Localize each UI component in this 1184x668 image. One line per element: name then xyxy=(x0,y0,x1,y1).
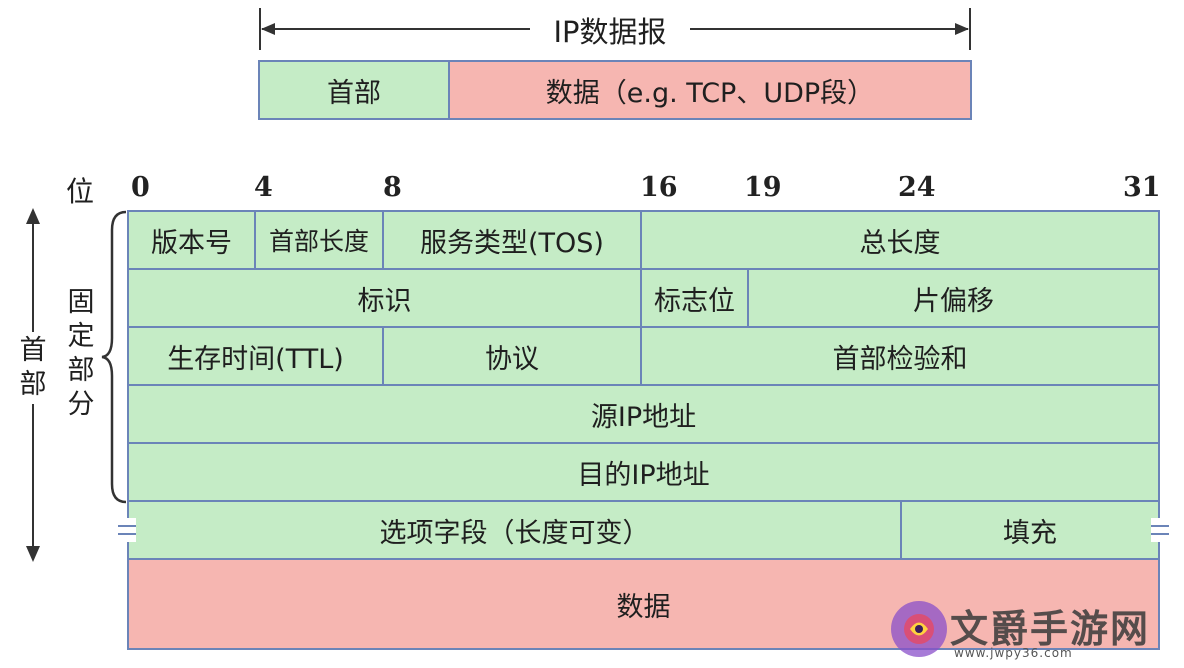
field-ttl: 生存时间(TTL) xyxy=(127,326,384,386)
datagram-arrowheads xyxy=(261,23,969,35)
field-padding-label: 填充 xyxy=(1003,517,1057,549)
datagram-label: IP数据报 xyxy=(553,15,667,49)
bit-tick-0: 0 xyxy=(131,172,150,203)
field-options-label: 选项字段（长度可变） xyxy=(379,517,650,549)
bit-tick-4: 4 xyxy=(254,172,273,203)
field-total-length: 总长度 xyxy=(640,210,1160,270)
bit-label: 位 xyxy=(66,175,95,208)
field-data: 数据 xyxy=(127,558,1160,650)
datagram-arrow-right-line xyxy=(690,28,968,30)
options-break-mark-left xyxy=(118,518,136,542)
fixed-part-char-1: 固 xyxy=(67,287,95,318)
field-tos: 服务类型(TOS) xyxy=(382,210,642,270)
fixed-part-brace xyxy=(101,210,127,504)
bit-tick-8: 8 xyxy=(383,172,402,203)
arrowhead-up xyxy=(26,208,40,224)
datagram-data-box: 数据（e.g. TCP、UDP段） xyxy=(448,60,972,120)
bit-tick-19: 19 xyxy=(744,172,782,203)
field-identification-label: 标识 xyxy=(357,285,412,317)
watermark-logo-icon xyxy=(891,601,947,657)
field-ttl-label: 生存时间(TTL) xyxy=(167,343,344,375)
field-version-label: 版本号 xyxy=(151,227,232,259)
arrowhead-down xyxy=(26,546,40,562)
bit-tick-16: 16 xyxy=(640,172,678,203)
watermark-url: www.jwpy36.com xyxy=(954,646,1073,660)
bit-tick-31: 31 xyxy=(1123,172,1161,203)
field-source-ip: 源IP地址 xyxy=(127,384,1160,444)
field-identification: 标识 xyxy=(127,268,642,328)
datagram-arrow-left-line xyxy=(262,28,530,30)
side-header-char-1: 首 xyxy=(19,335,47,366)
side-header-char-2: 部 xyxy=(19,369,47,400)
field-destination-ip: 目的IP地址 xyxy=(127,442,1160,502)
field-protocol: 协议 xyxy=(382,326,642,386)
arrowhead-left xyxy=(261,23,275,35)
field-data-label: 数据 xyxy=(616,591,671,623)
field-header-length: 首部长度 xyxy=(254,210,384,270)
datagram-data-label: 数据（e.g. TCP、UDP段） xyxy=(545,77,875,109)
watermark: 文爵手游网 www.jwpy36.com xyxy=(888,596,1178,662)
options-break-mark-right xyxy=(1151,518,1169,542)
fixed-part-char-3: 部 xyxy=(67,355,95,386)
datagram-right-bound xyxy=(969,8,971,50)
field-source-ip-label: 源IP地址 xyxy=(590,401,697,433)
field-flags-label: 标志位 xyxy=(654,285,735,317)
field-header-length-label: 首部长度 xyxy=(268,227,369,256)
field-fragment-offset-label: 片偏移 xyxy=(913,285,994,317)
datagram-left-bound xyxy=(259,8,261,50)
side-header-label: 首 部 xyxy=(18,334,48,402)
fixed-part-char-4: 分 xyxy=(67,389,95,420)
field-options: 选项字段（长度可变） xyxy=(127,500,902,560)
field-fragment-offset: 片偏移 xyxy=(747,268,1160,328)
field-protocol-label: 协议 xyxy=(485,343,539,375)
arrowhead-right xyxy=(955,23,969,35)
field-checksum: 首部检验和 xyxy=(640,326,1160,386)
field-total-length-label: 总长度 xyxy=(859,227,941,259)
header-span-arrow xyxy=(26,208,40,562)
datagram-header-label: 首部 xyxy=(327,77,381,109)
field-version: 版本号 xyxy=(127,210,256,270)
watermark-title: 文爵手游网 xyxy=(950,607,1151,651)
fixed-part-label: 固 定 部 分 xyxy=(66,286,96,422)
field-padding: 填充 xyxy=(900,500,1160,560)
field-checksum-label: 首部检验和 xyxy=(832,343,968,375)
fixed-part-char-2: 定 xyxy=(67,321,95,352)
bit-tick-24: 24 xyxy=(898,172,936,203)
field-flags: 标志位 xyxy=(640,268,749,328)
field-tos-label: 服务类型(TOS) xyxy=(420,227,604,259)
datagram-header-box: 首部 xyxy=(258,60,450,120)
field-destination-ip-label: 目的IP地址 xyxy=(577,459,710,491)
